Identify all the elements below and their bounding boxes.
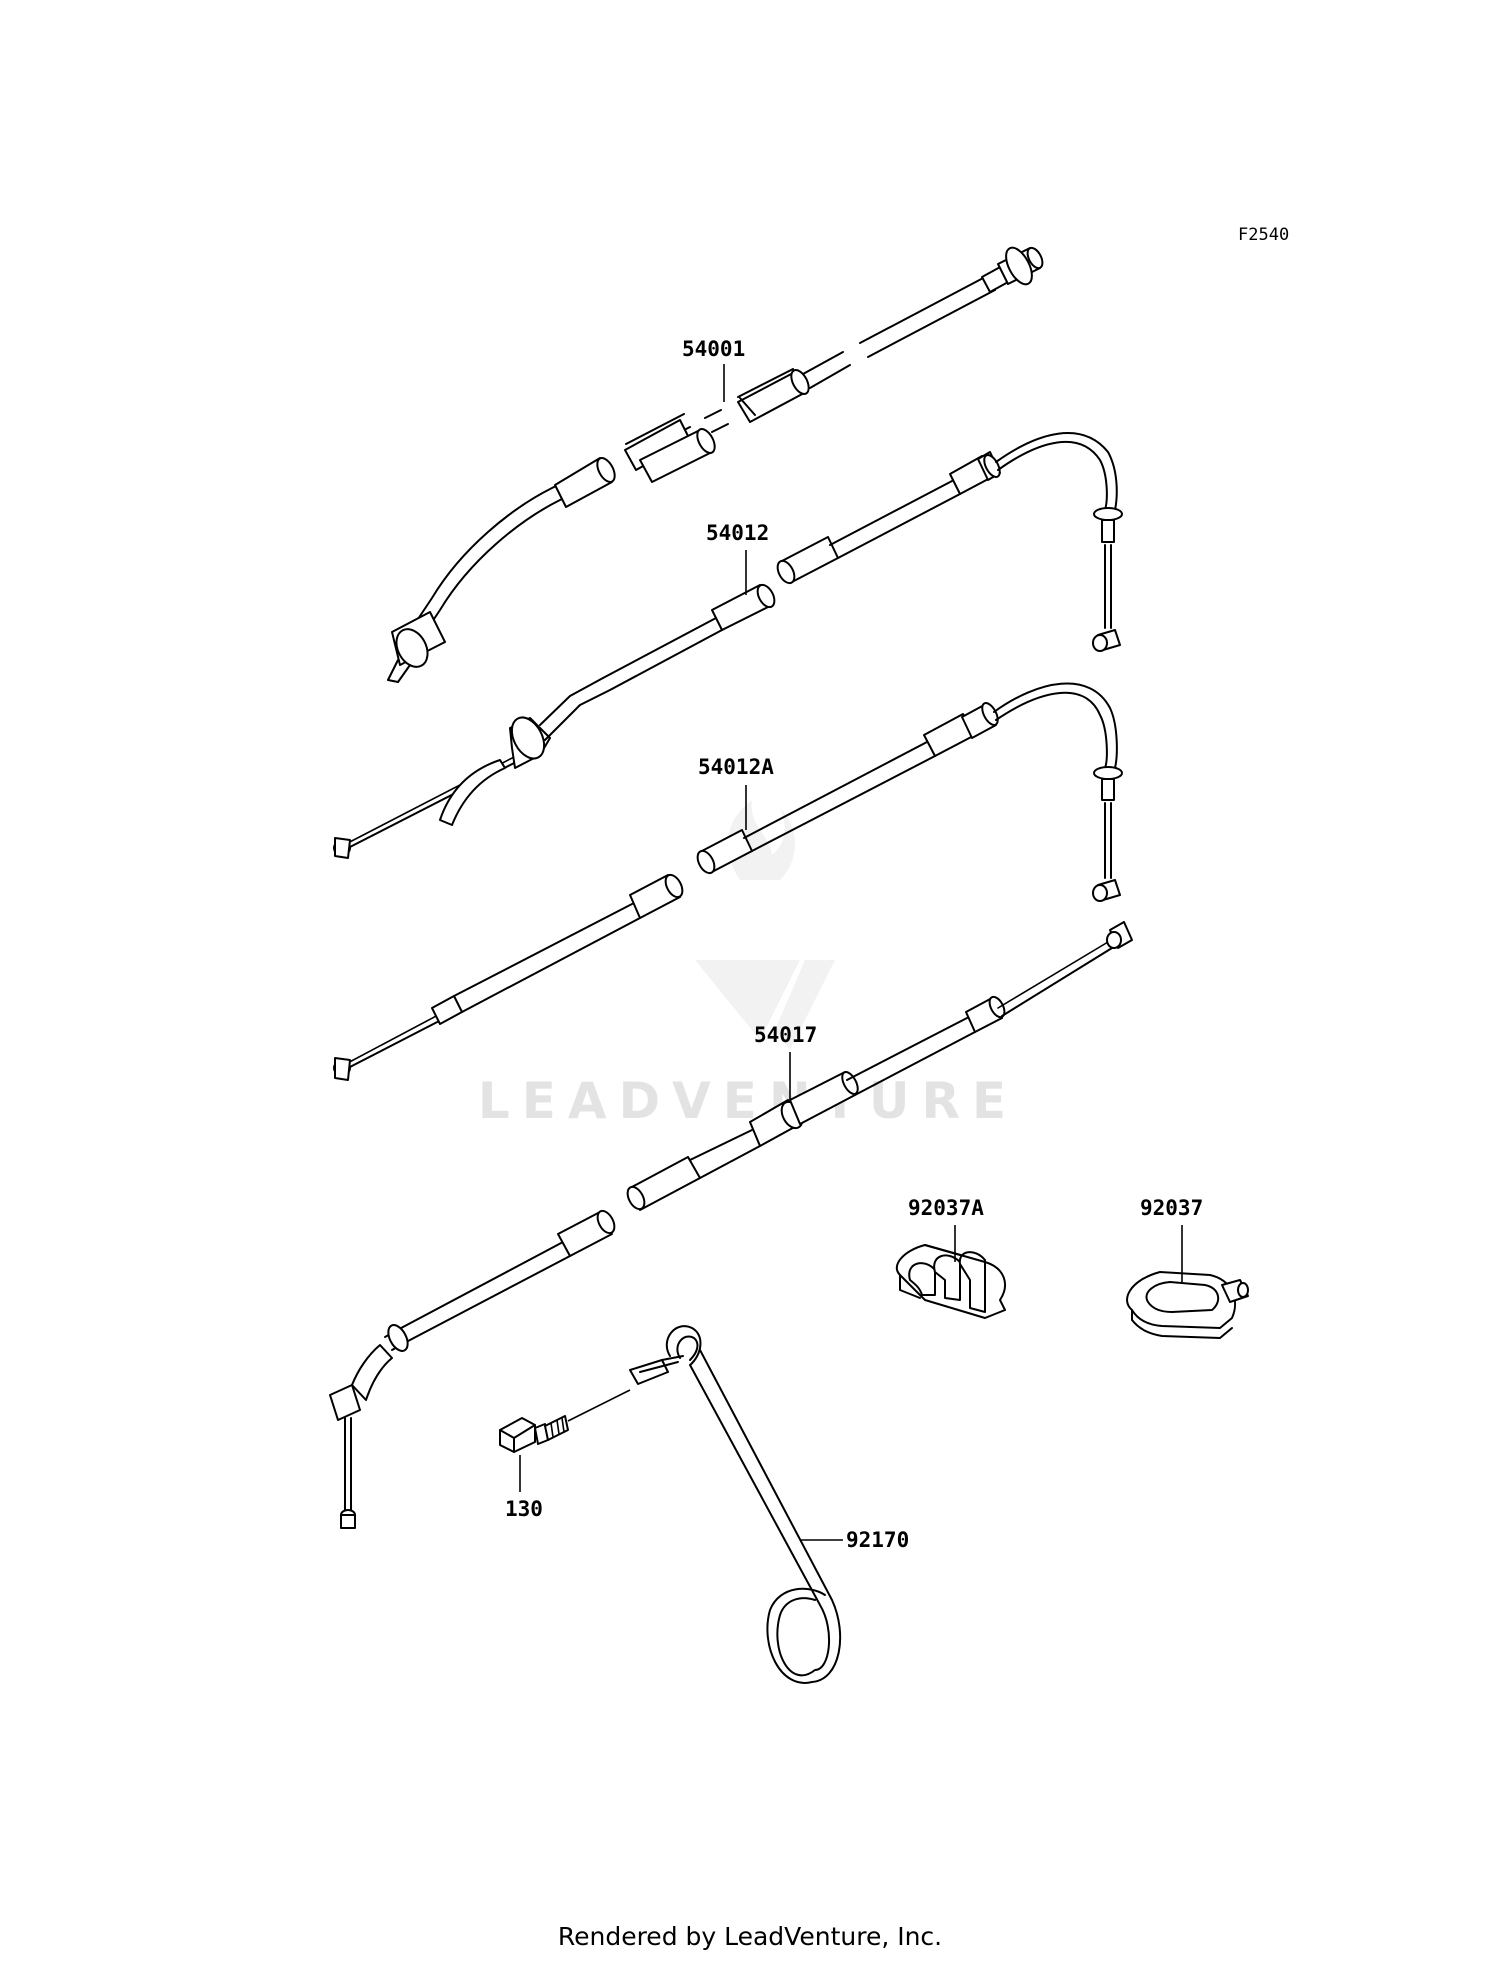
part-54012-throttle-cable[interactable] <box>333 432 1123 859</box>
label-54017[interactable]: 54017 <box>754 1023 817 1047</box>
part-54001-speedometer-cable[interactable] <box>387 244 1045 683</box>
label-54012A[interactable]: 54012A <box>698 755 774 779</box>
part-130-bolt[interactable] <box>499 1389 631 1453</box>
label-54001[interactable]: 54001 <box>682 337 745 361</box>
label-92037A[interactable]: 92037A <box>908 1196 984 1220</box>
part-54017-cable[interactable] <box>329 921 1133 1529</box>
figure-code: F2540 <box>1238 225 1289 245</box>
footer-credit: Rendered by LeadVenture, Inc. <box>558 1922 942 1951</box>
part-92037-grommet[interactable] <box>1126 1271 1249 1339</box>
watermark-logo <box>695 800 835 1050</box>
label-130[interactable]: 130 <box>505 1497 543 1521</box>
watermark-text: LEADVENTURE <box>478 1072 1018 1130</box>
part-92037A-clamp[interactable] <box>895 1244 1006 1319</box>
part-92170-cable-guide[interactable] <box>629 1325 842 1684</box>
label-92037[interactable]: 92037 <box>1140 1196 1203 1220</box>
label-92170[interactable]: 92170 <box>846 1528 909 1552</box>
label-54012[interactable]: 54012 <box>706 521 769 545</box>
part-54012A-throttle-cable[interactable] <box>333 682 1123 1081</box>
